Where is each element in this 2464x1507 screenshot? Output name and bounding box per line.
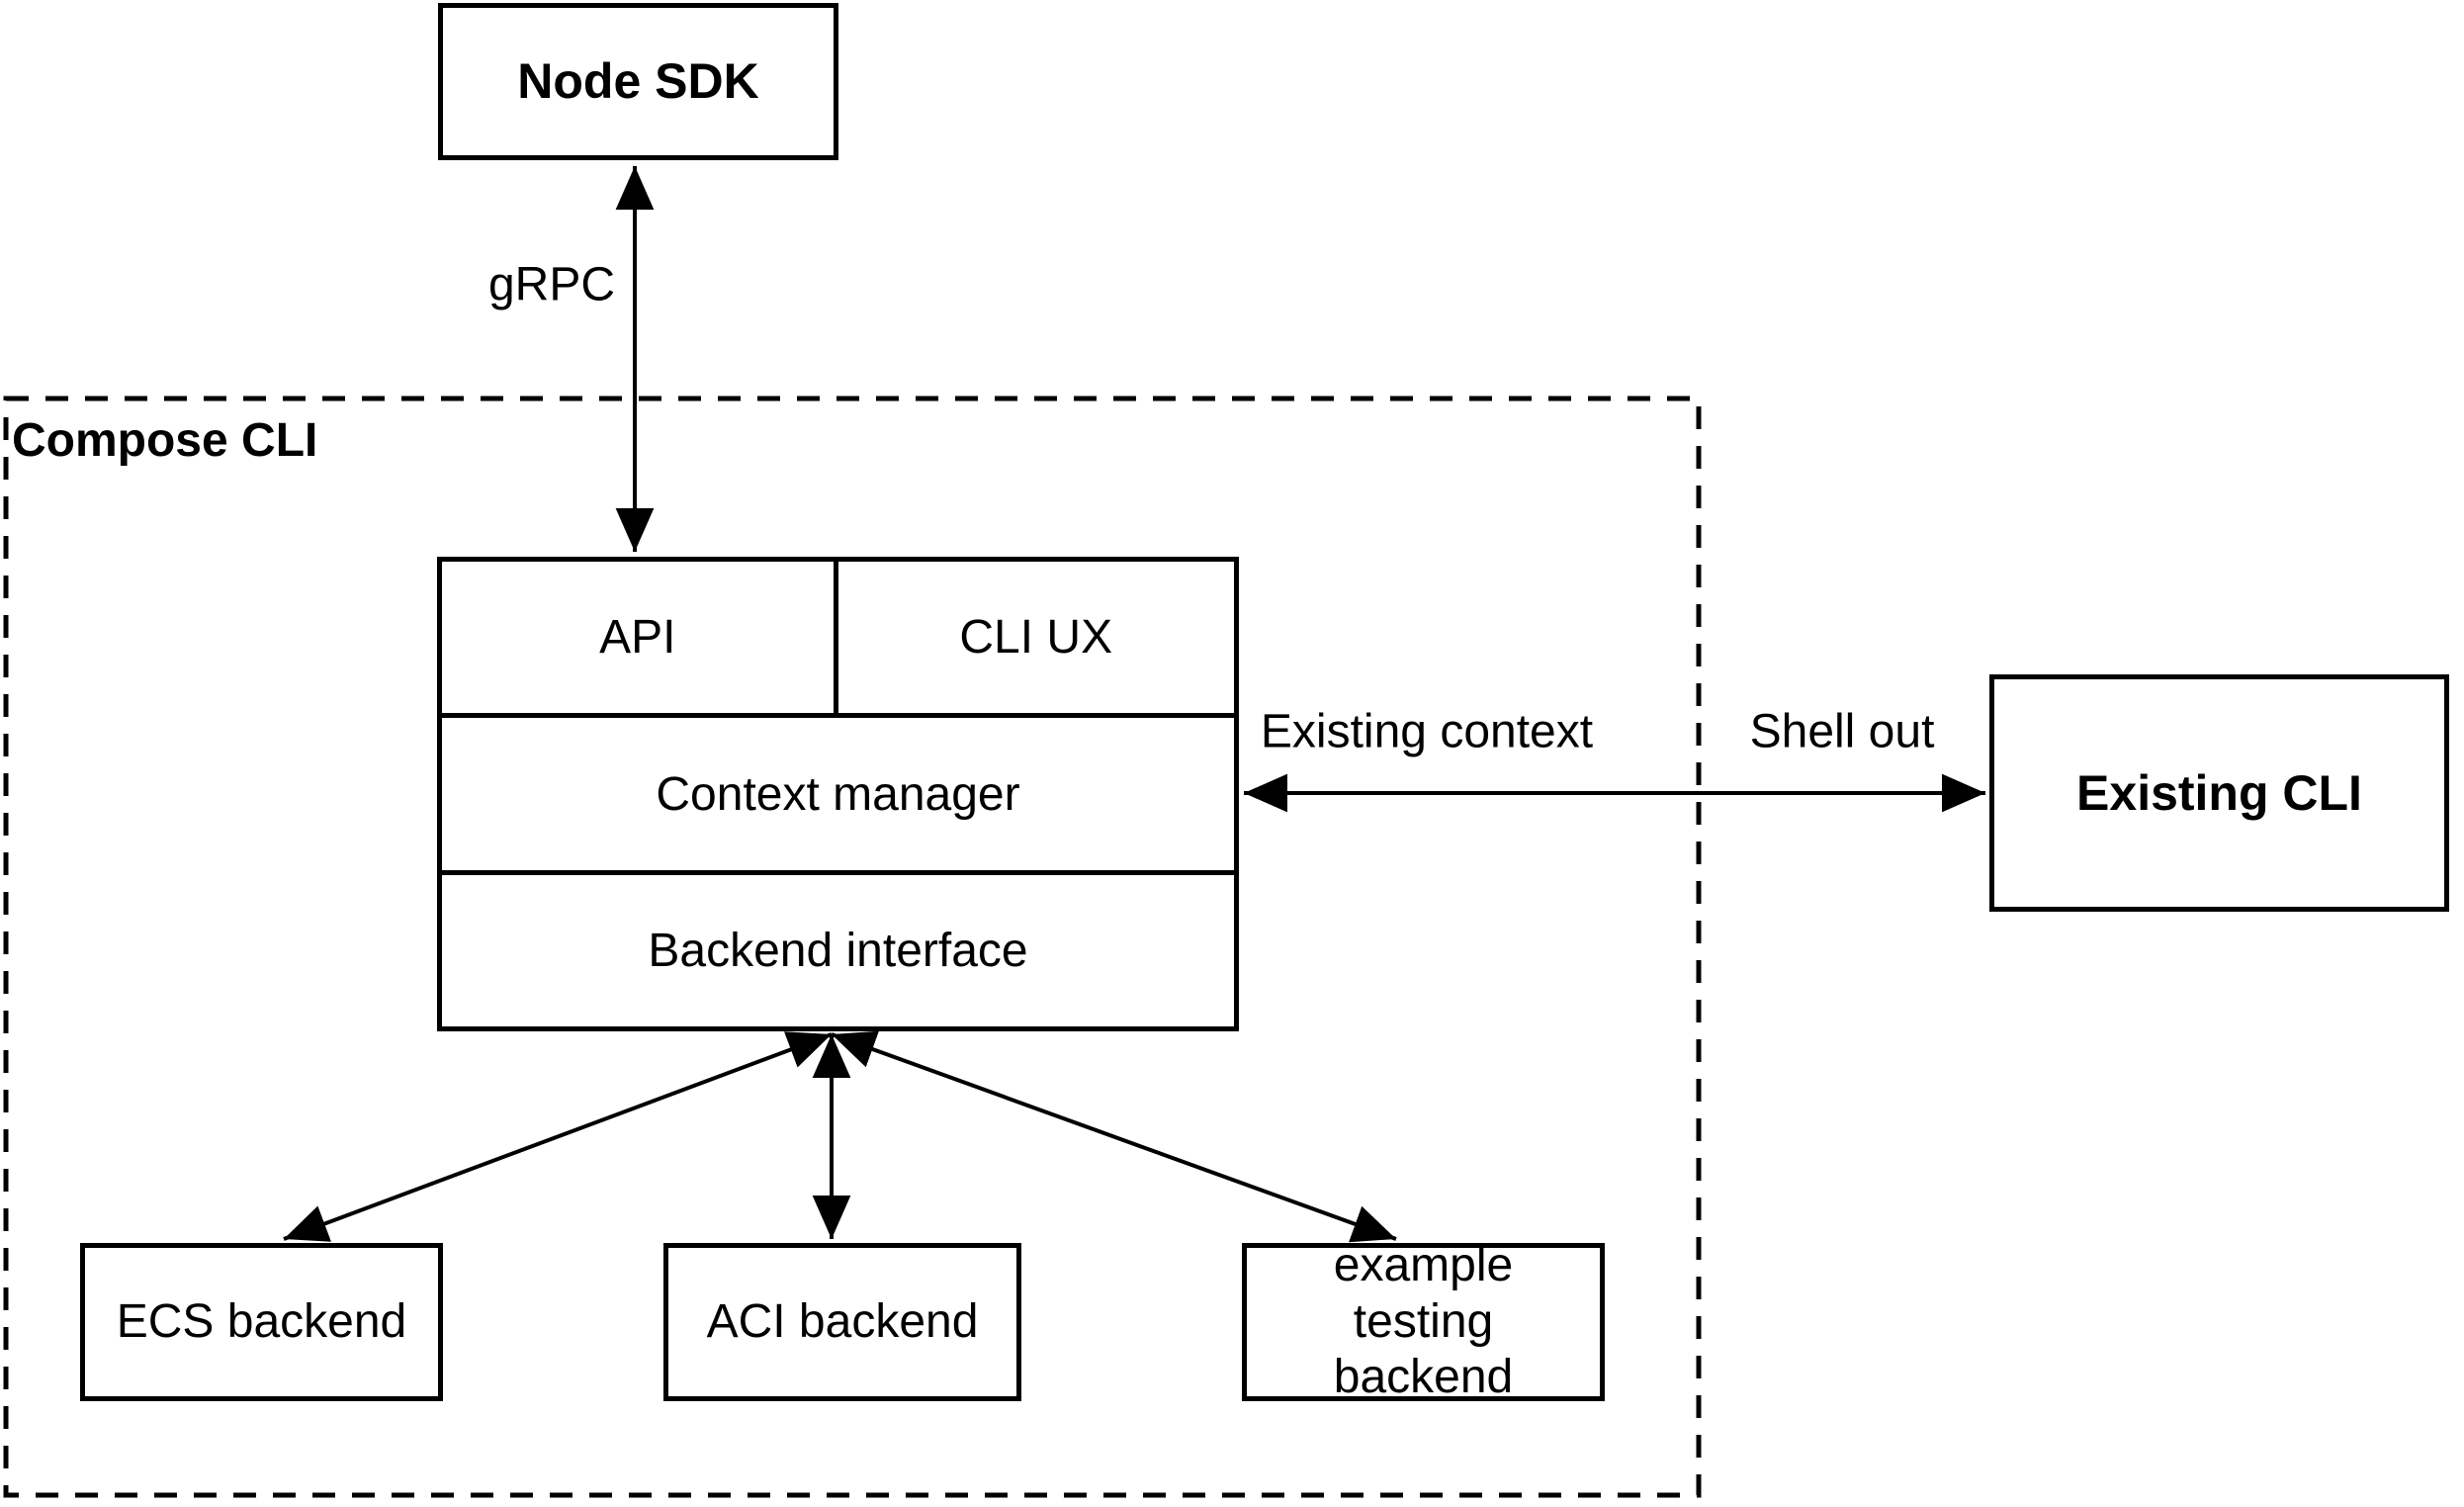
backend-interface-label: Backend interface (648, 925, 1028, 977)
cli-ux-cell: CLI UX (838, 562, 1235, 713)
ecs-backend-label: ECS backend (116, 1294, 407, 1348)
context-manager-cell: Context manager (442, 718, 1234, 875)
existing-context-edge-label: Existing context (1260, 705, 1594, 758)
ecs-backend-arrow (283, 1031, 833, 1242)
cli-ux-label: CLI UX (959, 611, 1113, 664)
shell-out-edge-label: Shell out (1749, 705, 1935, 758)
example-testing-backend-box: example testing backend (1242, 1239, 1605, 1403)
api-label: API (599, 611, 676, 664)
node-sdk-label: Node SDK (517, 53, 759, 109)
compose-core-stack: API CLI UX Context manager Backend inter… (437, 557, 1239, 1031)
backend-interface-cell: Backend interface (442, 875, 1234, 1026)
aci-backend-label: ACI backend (706, 1294, 979, 1348)
grpc-edge-label: gRPC (487, 258, 616, 311)
context-manager-label: Context manager (656, 767, 1020, 821)
existing-cli-box: Existing CLI (1989, 674, 2449, 912)
compose-cli-container-label: Compose CLI (12, 414, 318, 467)
node-sdk-box: Node SDK (438, 3, 838, 160)
api-cell: API (442, 562, 838, 713)
example-testing-backend-label: example testing backend (1333, 1239, 1514, 1404)
example-testing-backend-arrow (831, 1030, 1397, 1243)
aci-backend-box: ACI backend (663, 1243, 1021, 1401)
ecs-backend-box: ECS backend (80, 1243, 443, 1401)
top-row: API CLI UX (442, 562, 1234, 718)
existing-cli-label: Existing CLI (2076, 764, 2362, 821)
